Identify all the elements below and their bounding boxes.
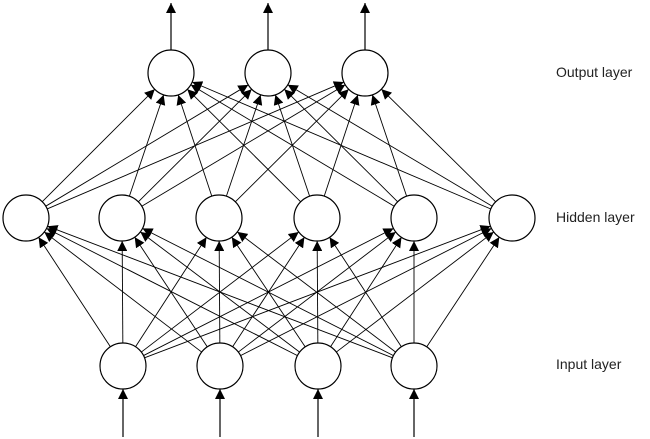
connection-hidden-output-2-0 [176,94,213,197]
input-node-4 [390,342,438,390]
connection-input-hidden-3-5 [426,236,500,348]
connection-input-hidden-3-0 [47,225,393,359]
connection-input-hidden-0-0 [38,236,111,348]
connection-hidden-output-4-0 [190,84,395,207]
input-node-2 [196,342,244,390]
hidden-node-4 [293,194,341,242]
hidden-node-5 [390,194,438,242]
output-node-1 [147,49,195,97]
input-node-1 [99,342,147,390]
connection-input-hidden-3-1 [142,227,394,357]
connection-hidden-output-0-1 [45,84,249,207]
connection-input-hidden-3-2 [237,231,396,353]
input-node-3 [294,342,342,390]
connection-hidden-output-5-2 [381,88,496,203]
connection-hidden-output-5-1 [287,84,493,207]
connection-input-hidden-2-3 [312,240,323,344]
hidden-node-3 [195,194,243,242]
output-node-2 [244,49,292,97]
connection-input-hidden-1-1 [134,236,208,348]
hidden-node-6 [488,194,536,242]
nodes [2,49,536,390]
io-arrows [118,3,419,437]
hidden-node-1 [2,194,50,242]
connection-hidden-output-5-0 [191,81,492,210]
connection-input-hidden-2-5 [336,231,494,353]
connection-input-hidden-3-3 [329,236,402,348]
hidden-layer-label: Hidden layer [556,209,635,225]
connection-hidden-output-3-0 [187,88,301,203]
connection-input-hidden-1-0 [44,231,202,353]
connection-hidden-output-1-0 [128,94,166,197]
input-layer-label: Input layer [556,356,622,372]
connection-hidden-output-0-0 [41,88,156,203]
connections [38,81,500,359]
hidden-node-2 [98,194,146,242]
connection-input-hidden-2-0 [46,227,298,357]
output-node-3 [341,49,389,97]
output-layer-label: Output layer [556,64,633,80]
